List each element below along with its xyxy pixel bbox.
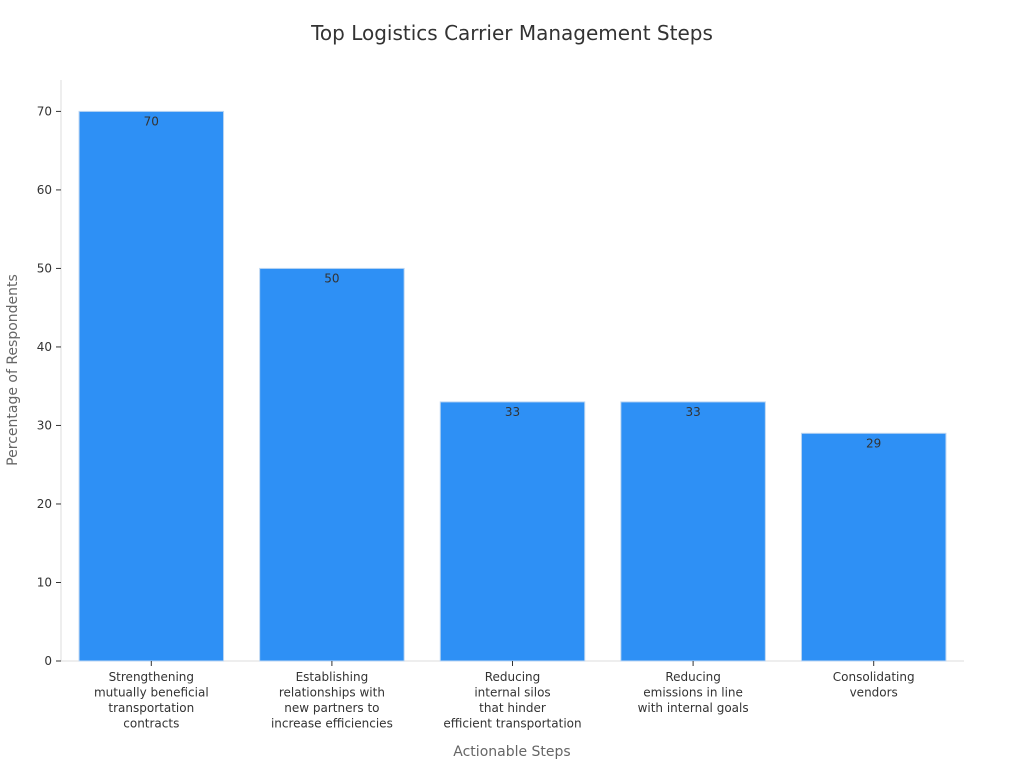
y-tick-label: 70 bbox=[37, 104, 52, 118]
x-tick-label-line: Establishing bbox=[296, 670, 369, 684]
y-tick-label: 50 bbox=[37, 261, 52, 275]
x-tick-label-line: with internal goals bbox=[638, 701, 749, 715]
y-axis-ticks: 0 10 20 30 40 50 60 70 bbox=[37, 104, 61, 668]
x-tick-label-line: internal silos bbox=[474, 686, 550, 700]
y-tick-label: 0 bbox=[44, 654, 52, 668]
x-tick-label-line: vendors bbox=[850, 686, 898, 700]
bars bbox=[78, 110, 947, 662]
x-axis-label: Actionable Steps bbox=[453, 744, 570, 760]
y-tick-label: 30 bbox=[37, 418, 52, 432]
x-tick-label-line: Strengthening bbox=[109, 670, 194, 684]
x-tick-label-line: transportation bbox=[108, 701, 194, 715]
bar-value-label: 70 bbox=[144, 114, 159, 128]
bar-data-labels: 70 50 33 33 29 bbox=[144, 114, 882, 450]
y-tick-label: 40 bbox=[37, 340, 52, 354]
bar bbox=[259, 267, 405, 662]
y-tick-label: 10 bbox=[37, 575, 52, 589]
bar bbox=[78, 110, 225, 662]
x-tick-label-line: contracts bbox=[123, 717, 179, 731]
x-tick-label-line: new partners to bbox=[284, 701, 379, 715]
y-tick-label: 20 bbox=[37, 497, 52, 511]
bar bbox=[439, 401, 586, 662]
x-tick-label-line: efficient transportation bbox=[443, 717, 581, 731]
x-tick-label-line: Consolidating bbox=[833, 670, 915, 684]
x-tick-label-line: emissions in line bbox=[643, 686, 743, 700]
bar-value-label: 50 bbox=[324, 271, 339, 285]
y-axis-label: Percentage of Respondents bbox=[5, 274, 21, 466]
x-tick-label-line: increase efficiencies bbox=[271, 717, 393, 731]
x-tick-label-line: relationships with bbox=[279, 686, 385, 700]
x-tick-label-line: that hinder bbox=[479, 701, 546, 715]
bar bbox=[620, 401, 766, 662]
x-tick-label-line: mutually beneficial bbox=[94, 686, 209, 700]
y-tick-label: 60 bbox=[37, 183, 52, 197]
x-tick-label-line: Reducing bbox=[665, 670, 721, 684]
x-tick-label-line: Reducing bbox=[485, 670, 541, 684]
chart-title: Top Logistics Carrier Management Steps bbox=[310, 21, 713, 45]
x-tick-label: Consolidating vendors bbox=[833, 670, 915, 700]
bar-value-label: 33 bbox=[505, 405, 520, 419]
bar bbox=[800, 432, 947, 662]
bar-value-label: 29 bbox=[866, 436, 881, 450]
bar-value-label: 33 bbox=[685, 405, 700, 419]
